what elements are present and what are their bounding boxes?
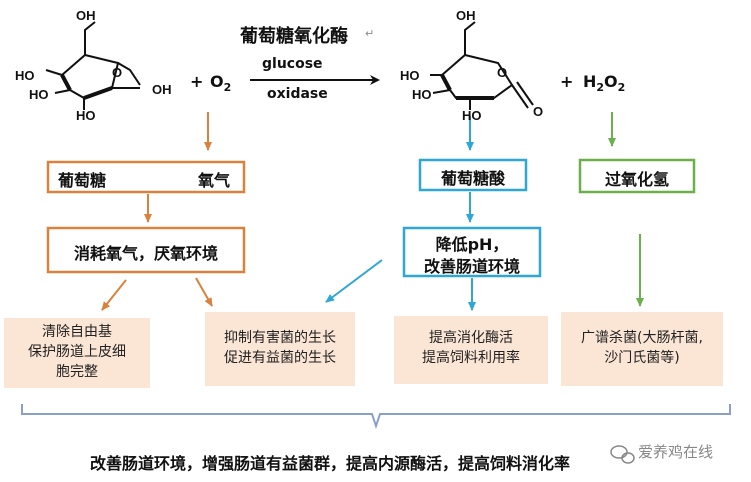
watermark-logo-icon — [610, 445, 635, 464]
glucose-ho-left2: HO — [29, 87, 49, 102]
acid-ring-o: O — [497, 65, 508, 80]
watermark-text: 爱养鸡在线 — [638, 443, 714, 461]
acid-carbonyl-o: O — [533, 104, 544, 119]
summary-brace — [21, 404, 731, 430]
effect-broad-line1: 广谱杀菌(大肠杆菌, — [581, 330, 703, 346]
effect-bacteria-line1: 抑制有害菌的生长 — [224, 330, 336, 346]
effect-enzyme-activity: 提高消化酶活 提高饲料利用率 — [394, 316, 548, 384]
arrow-ph-to-bacteria — [325, 259, 383, 303]
arrow-to-bacteria-growth — [195, 277, 213, 307]
label-consume-oxygen: 消耗氧气，厌氧环境 — [73, 244, 218, 263]
h2o2-formula: H2O2 — [583, 72, 625, 94]
acid-ho-left2: HO — [412, 87, 432, 102]
return-mark: ↵ — [365, 27, 375, 40]
h2o2-sub2: 2 — [617, 81, 626, 95]
effect-enzyme-line2: 提高饲料利用率 — [422, 350, 520, 366]
acid-ho-bottom: HO — [462, 108, 482, 123]
effect-free-radicals-line1: 清除自由基 — [42, 324, 112, 340]
label-hydrogen-peroxide: 过氧化氢 — [604, 170, 669, 189]
label-lower-ph-1: 降低pH， — [435, 235, 509, 254]
oxygen-symbol: O — [210, 72, 224, 91]
summary-text: 改善肠道环境，增强肠道有益菌群，提高内源酶活，提高饲料消化率 — [90, 454, 571, 473]
box-glucose-oxygen — [46, 160, 246, 194]
box-hydrogen-peroxide — [578, 158, 696, 194]
box-consume-oxygen — [46, 226, 246, 274]
glucose-structure — [45, 21, 141, 110]
glucose-oh-right: OH — [152, 82, 172, 97]
h2o2-sub1: 2 — [596, 81, 605, 95]
acid-ho-left: HO — [400, 68, 420, 83]
label-lower-ph-2: 改善肠道环境 — [423, 257, 520, 276]
h2o2-h: H — [583, 72, 597, 91]
plus-h2o2: + — [560, 72, 574, 91]
box-gluconic-acid — [418, 158, 528, 192]
glucose-ho-bottom: HO — [76, 108, 96, 123]
label-oxygen: 氧气 — [198, 171, 231, 190]
arrow-label-oxidase: oxidase — [267, 86, 328, 102]
gluconolactone-structure — [430, 21, 534, 110]
oxygen-formula: O2 — [210, 72, 231, 94]
h2o2-o: O — [604, 72, 618, 91]
label-glucose: 葡萄糖 — [58, 171, 107, 190]
arrow-label-glucose: glucose — [262, 56, 323, 72]
effect-bacteria-line2: 促进有益菌的生长 — [224, 350, 336, 366]
effect-enzyme-line1: 提高消化酶活 — [429, 330, 513, 346]
arrow-to-free-radicals — [101, 279, 127, 311]
glucose-oh-top: OH — [76, 8, 96, 23]
enzyme-title: 葡萄糖氧化酶 — [240, 26, 348, 47]
effect-broad-line2: 沙门氏菌等) — [604, 350, 680, 366]
effect-broad-spectrum: 广谱杀菌(大肠杆菌, 沙门氏菌等) — [561, 312, 723, 386]
effect-free-radicals: 清除自由基 保护肠道上皮细 胞完整 — [4, 318, 150, 388]
effect-free-radicals-line2: 保护肠道上皮细 — [28, 344, 126, 360]
plus-oxygen: + — [190, 72, 204, 91]
acid-oh-top: OH — [456, 8, 476, 23]
effect-free-radicals-line3: 胞完整 — [56, 364, 98, 380]
effect-bacteria-growth: 抑制有害菌的生长 促进有益菌的生长 — [205, 312, 355, 386]
glucose-ho-left: HO — [15, 68, 35, 83]
oxygen-subscript: 2 — [223, 81, 232, 95]
label-gluconic-acid: 葡萄糖酸 — [440, 169, 505, 188]
glucose-ring-o: O — [112, 65, 123, 80]
box-lower-ph — [402, 226, 542, 278]
